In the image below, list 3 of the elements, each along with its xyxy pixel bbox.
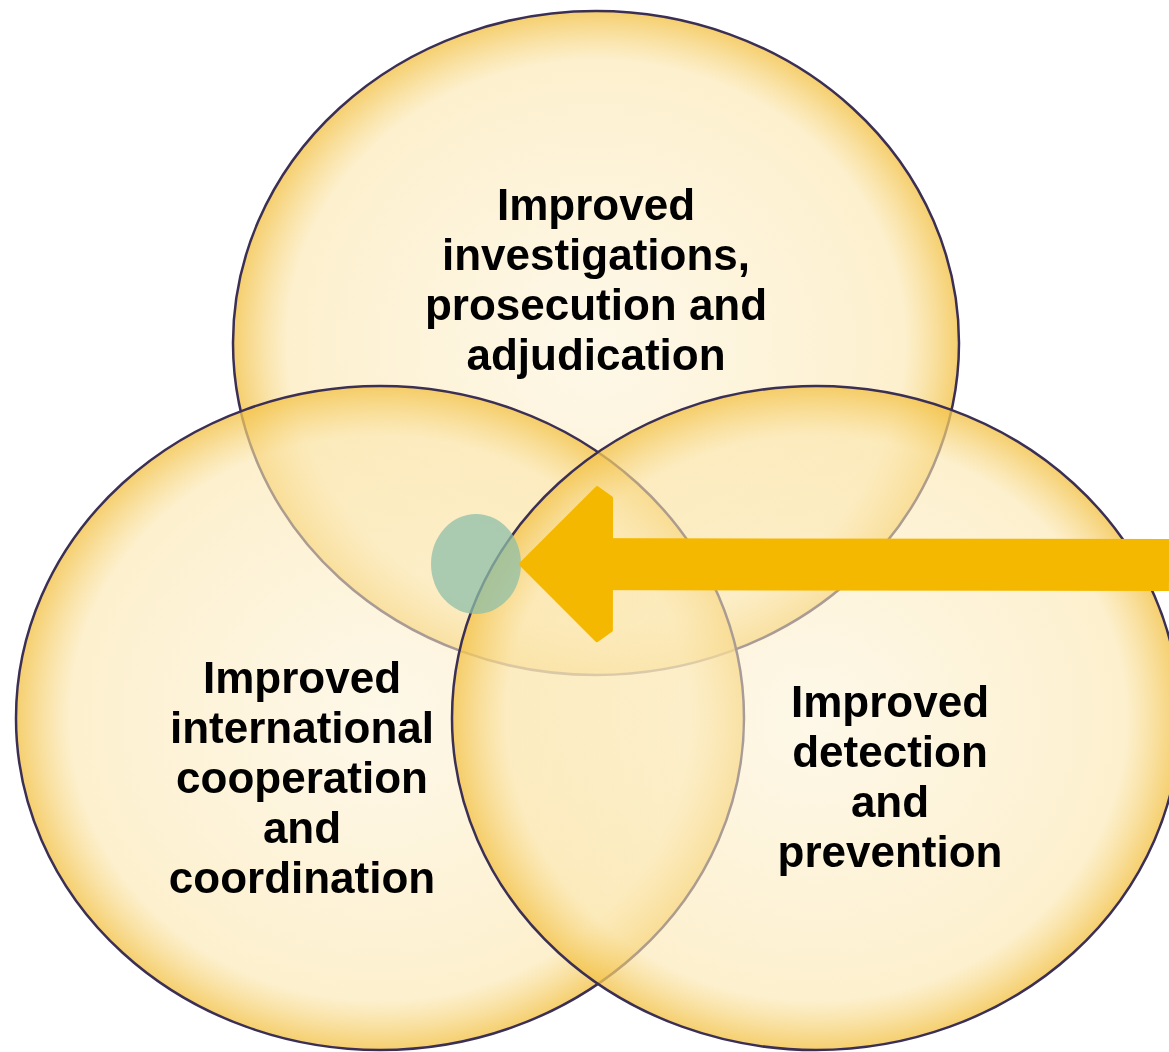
circle-label: Improved detection and prevention xyxy=(776,677,1004,877)
circle-label: Improved investigations, prosecution and adjudication xyxy=(423,180,769,380)
circle-label: Improved international cooperation and coordination xyxy=(167,653,437,903)
